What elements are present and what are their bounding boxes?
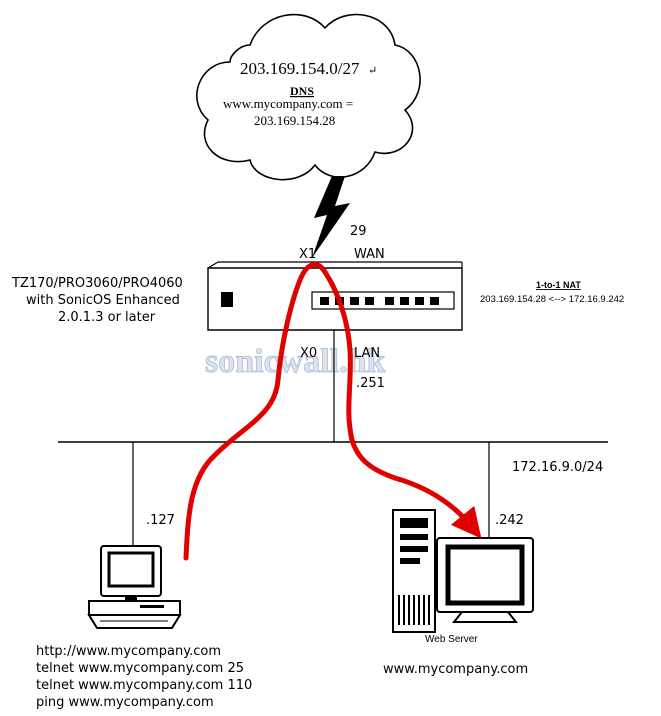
power-led-icon <box>221 292 233 307</box>
server-tower-icon <box>392 509 436 633</box>
wan-iface: X1 <box>299 247 316 262</box>
client-command-3: telnet www.mycompany.com 110 <box>36 678 252 693</box>
lan-label: LAN <box>354 346 380 361</box>
firewall-version: 2.0.1.3 or later <box>58 310 156 325</box>
server-hostname: www.mycompany.com <box>383 662 528 677</box>
client-computer-icon <box>87 545 182 629</box>
dns-title: DNS <box>290 84 314 98</box>
client-command-2: telnet www.mycompany.com 25 <box>36 661 244 676</box>
client-command-4: ping www.mycompany.com <box>36 695 214 710</box>
internet-cloud <box>196 13 421 181</box>
wan-label: WAN <box>354 247 385 262</box>
server-label: Web Server <box>425 634 478 645</box>
client-suffix: .127 <box>146 513 175 528</box>
lan-iface: X0 <box>300 346 317 361</box>
watermark: sonicwall.hk <box>205 343 386 380</box>
firewall-os: with SonicOS Enhanced <box>26 293 180 308</box>
cloud-network-label: 203.169.154.0/27 <box>240 59 360 78</box>
nat-title: 1-to-1 NAT <box>536 280 581 290</box>
nat-mapping: 203.169.154.28 <--> 172.16.9.242 <box>480 294 624 305</box>
server-suffix: .242 <box>495 513 524 528</box>
traffic-flow-arrow <box>183 261 482 561</box>
cloud-para-mark: ↵ <box>368 65 377 77</box>
lan-subnet: 172.16.9.0/24 <box>512 460 603 475</box>
wan-lightning-icon <box>312 176 350 258</box>
client-command-1: http://www.mycompany.com <box>36 644 221 659</box>
server-monitor-icon <box>436 537 534 623</box>
dns-line-2: 203.169.154.28 <box>254 113 335 128</box>
firewall-device <box>207 261 463 331</box>
firewall-model: TZ170/PRO3060/PRO4060 <box>11 276 183 291</box>
lan-suffix: .251 <box>356 376 385 391</box>
wan-suffix: 29 <box>350 224 367 239</box>
dns-line-1: www.mycompany.com = <box>223 96 353 111</box>
